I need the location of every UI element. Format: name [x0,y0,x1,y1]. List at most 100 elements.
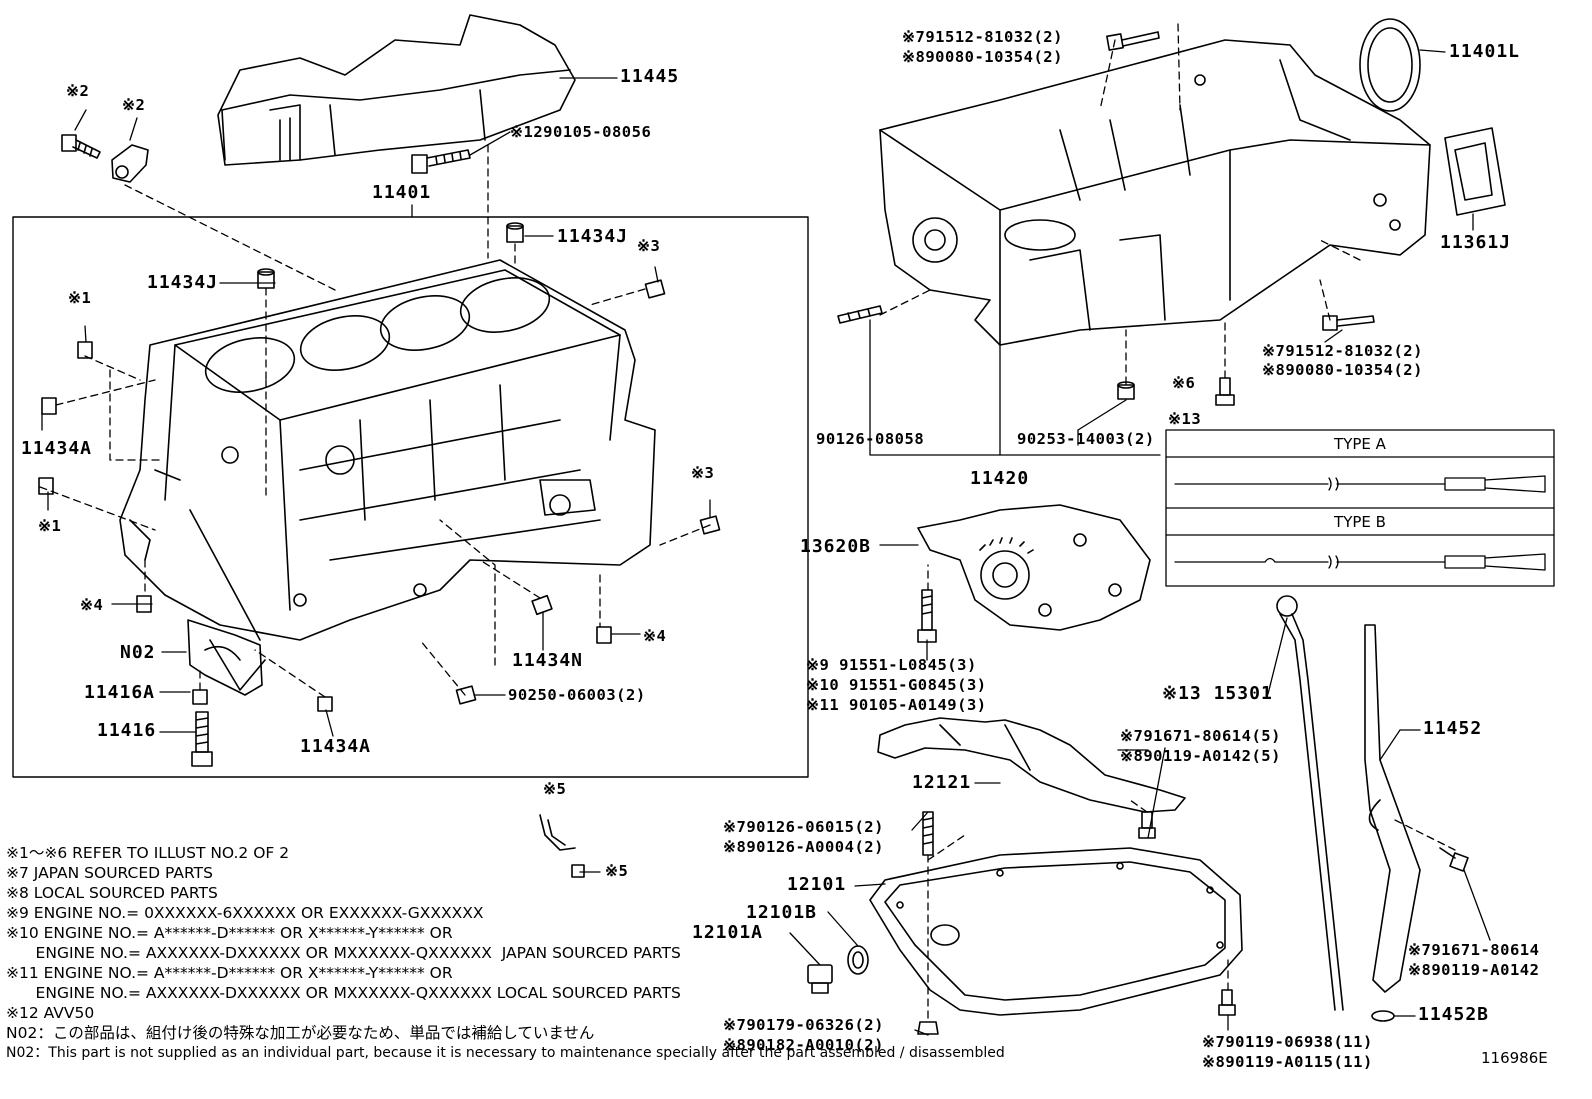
label-791512-right-b: ※890080-10354(2) [1262,361,1423,379]
bolt-11416-illustration [191,711,213,767]
dipstick-guide-11452-illustration [1364,624,1421,993]
label-91551-a: ※9 91551-L0845(3) [806,656,977,674]
footnote-line: ※7 JAPAN SOURCED PARTS [6,864,213,882]
label-mark5-bottom: ※5 [605,862,629,880]
oil-pan-upper-11420-illustration [879,39,1431,346]
type-box [1165,429,1555,587]
oil-seal-11401L-illustration [1359,18,1421,112]
label-11401L: 11401L [1449,41,1521,62]
bolt-791512-right-illustration [1322,315,1375,331]
label-11434N: 11434N [512,650,584,671]
label-791512-top-a: ※791512-81032(2) [902,28,1063,46]
footnote-line: ※1～※6 REFER TO ILLUST NO.2 OF 2 [6,844,290,862]
bolt-mark2-illustration [61,134,101,159]
footnotes: ※1～※6 REFER TO ILLUST NO.2 OF 2 ※7 JAPAN… [6,843,1005,1063]
label-90105: ※11 90105-A0149(3) [806,696,987,714]
label-12101: 12101 [787,874,847,895]
label-90250: 90250-06003(2) [508,686,646,704]
label-790126-b: ※890126-A0004(2) [723,838,884,856]
label-mark3-top: ※3 [637,237,661,255]
label-mark1-top: ※1 [68,289,92,307]
label-790179-a: ※790179-06326(2) [723,1016,884,1034]
label-790179-b: ※890182-A0010(2) [723,1036,884,1054]
label-790119-b: ※890119-A0115(11) [1202,1053,1373,1071]
footnote-line: ※11 ENGINE NO.= A******-D****** OR X****… [6,964,453,982]
label-12101B: 12101B [746,902,818,923]
footnote-line: N02：This part is not supplied as an indi… [6,1045,1005,1061]
label-791671r-a: ※791671-80614 [1408,941,1540,959]
label-11416A: 11416A [84,682,156,703]
label-791512-top-b: ※890080-10354(2) [902,48,1063,66]
label-11434A-left: 11434A [21,438,93,459]
bolt-91551-illustration [917,589,937,643]
label-790119-a: ※790119-06938(11) [1202,1033,1373,1051]
label-mark5-top: ※5 [543,780,567,798]
bolt-791671-illustration [1138,811,1156,839]
label-N02: N02 [120,642,156,663]
oil-pump-13620B-illustration [917,504,1151,631]
footnote-line: N02：この部品は、組付け後の特殊な加工が必要なため、単品では補給していません [6,1024,595,1042]
bolt-791512-top-illustration [1106,31,1160,51]
label-90253: 90253-14003(2) [1017,430,1155,448]
label-mark4-left: ※4 [80,596,104,614]
label-mark4-right: ※4 [643,627,667,645]
dipstick-15301-illustration [1276,595,1344,1011]
label-11361J: 11361J [1440,232,1512,253]
dowel-pins [38,222,721,712]
label-12121: 12121 [912,772,972,793]
label-791671r-b: ※890119-A0142 [1408,961,1540,979]
label-11434J-left: 11434J [147,272,219,293]
bolt-mark12-illustration [411,149,471,174]
label-mark6: ※6 [1172,374,1196,392]
label-11420: 11420 [970,468,1030,489]
oil-pan-12101-illustration [869,847,1243,1016]
bolt-mark6-illustration [1215,377,1235,406]
dashed-assembly-lines [39,23,1456,1021]
bearing-cap-N02-illustration [187,619,263,696]
label-mark2-bolt: ※2 [66,82,90,100]
label-mark2-bracket: ※2 [122,96,146,114]
cylinder-block-illustration [119,259,656,691]
engine-cover-11445-illustration [217,14,576,166]
oring-11452B-illustration [1371,1010,1395,1022]
label-91551-b: ※10 91551-G0845(3) [806,676,987,694]
label-mark13-box: ※13 [1168,410,1202,428]
label-11434A-bottom: 11434A [300,736,372,757]
cylinder-block-frame [12,216,809,778]
bolt-790119-illustration [1218,989,1236,1016]
stud-90126-illustration [837,305,883,324]
footnote-line: ※12 AVV50 [6,1004,95,1022]
figure-id: 116986E [1481,1049,1548,1067]
label-791512-right-a: ※791512-81032(2) [1262,342,1423,360]
footnote-line: ENGINE NO.= AXXXXXX-DXXXXXX OR MXXXXXX-Q… [6,984,681,1002]
label-11452: 11452 [1423,718,1483,739]
leader-lines [41,49,1491,1036]
label-12-bolt: ※1290105-08056 [510,123,652,141]
label-mark1-bottom: ※1 [38,517,62,535]
label-11452B: 11452B [1418,1004,1490,1025]
label-11416: 11416 [97,720,157,741]
label-790126-a: ※790126-06015(2) [723,818,884,836]
label-12101A: 12101A [692,922,764,943]
label-90126: 90126-08058 [816,430,925,448]
label-15301: ※13 15301 [1162,683,1273,704]
label-11401: 11401 [372,182,432,203]
label-11434J-top: 11434J [557,226,629,247]
footnote-line: ※9 ENGINE NO.= 0XXXXXX-6XXXXXX OR EXXXXX… [6,904,484,922]
bolt-791671-right-illustration [1439,847,1469,872]
label-13620B: 13620B [800,536,872,557]
nut-790179-illustration [917,1021,939,1035]
label-mark3-right: ※3 [691,464,715,482]
footnote-line: ENGINE NO.= AXXXXXX-DXXXXXX OR MXXXXXX-Q… [6,944,681,962]
type-b-caption: TYPE B [1334,513,1386,531]
label-791671-a: ※791671-80614(5) [1120,727,1281,745]
type-a-caption: TYPE A [1334,435,1386,453]
footnote-line: ※10 ENGINE NO.= A******-D****** OR X****… [6,924,453,942]
footnote-line: ※8 LOCAL SOURCED PARTS [6,884,218,902]
label-11445: 11445 [620,66,680,87]
stud-790126-illustration [922,811,934,856]
bracket-mark2-illustration [111,144,149,183]
bracket-mark5-illustration [539,814,585,878]
label-791671-b: ※890119-A0142(5) [1120,747,1281,765]
